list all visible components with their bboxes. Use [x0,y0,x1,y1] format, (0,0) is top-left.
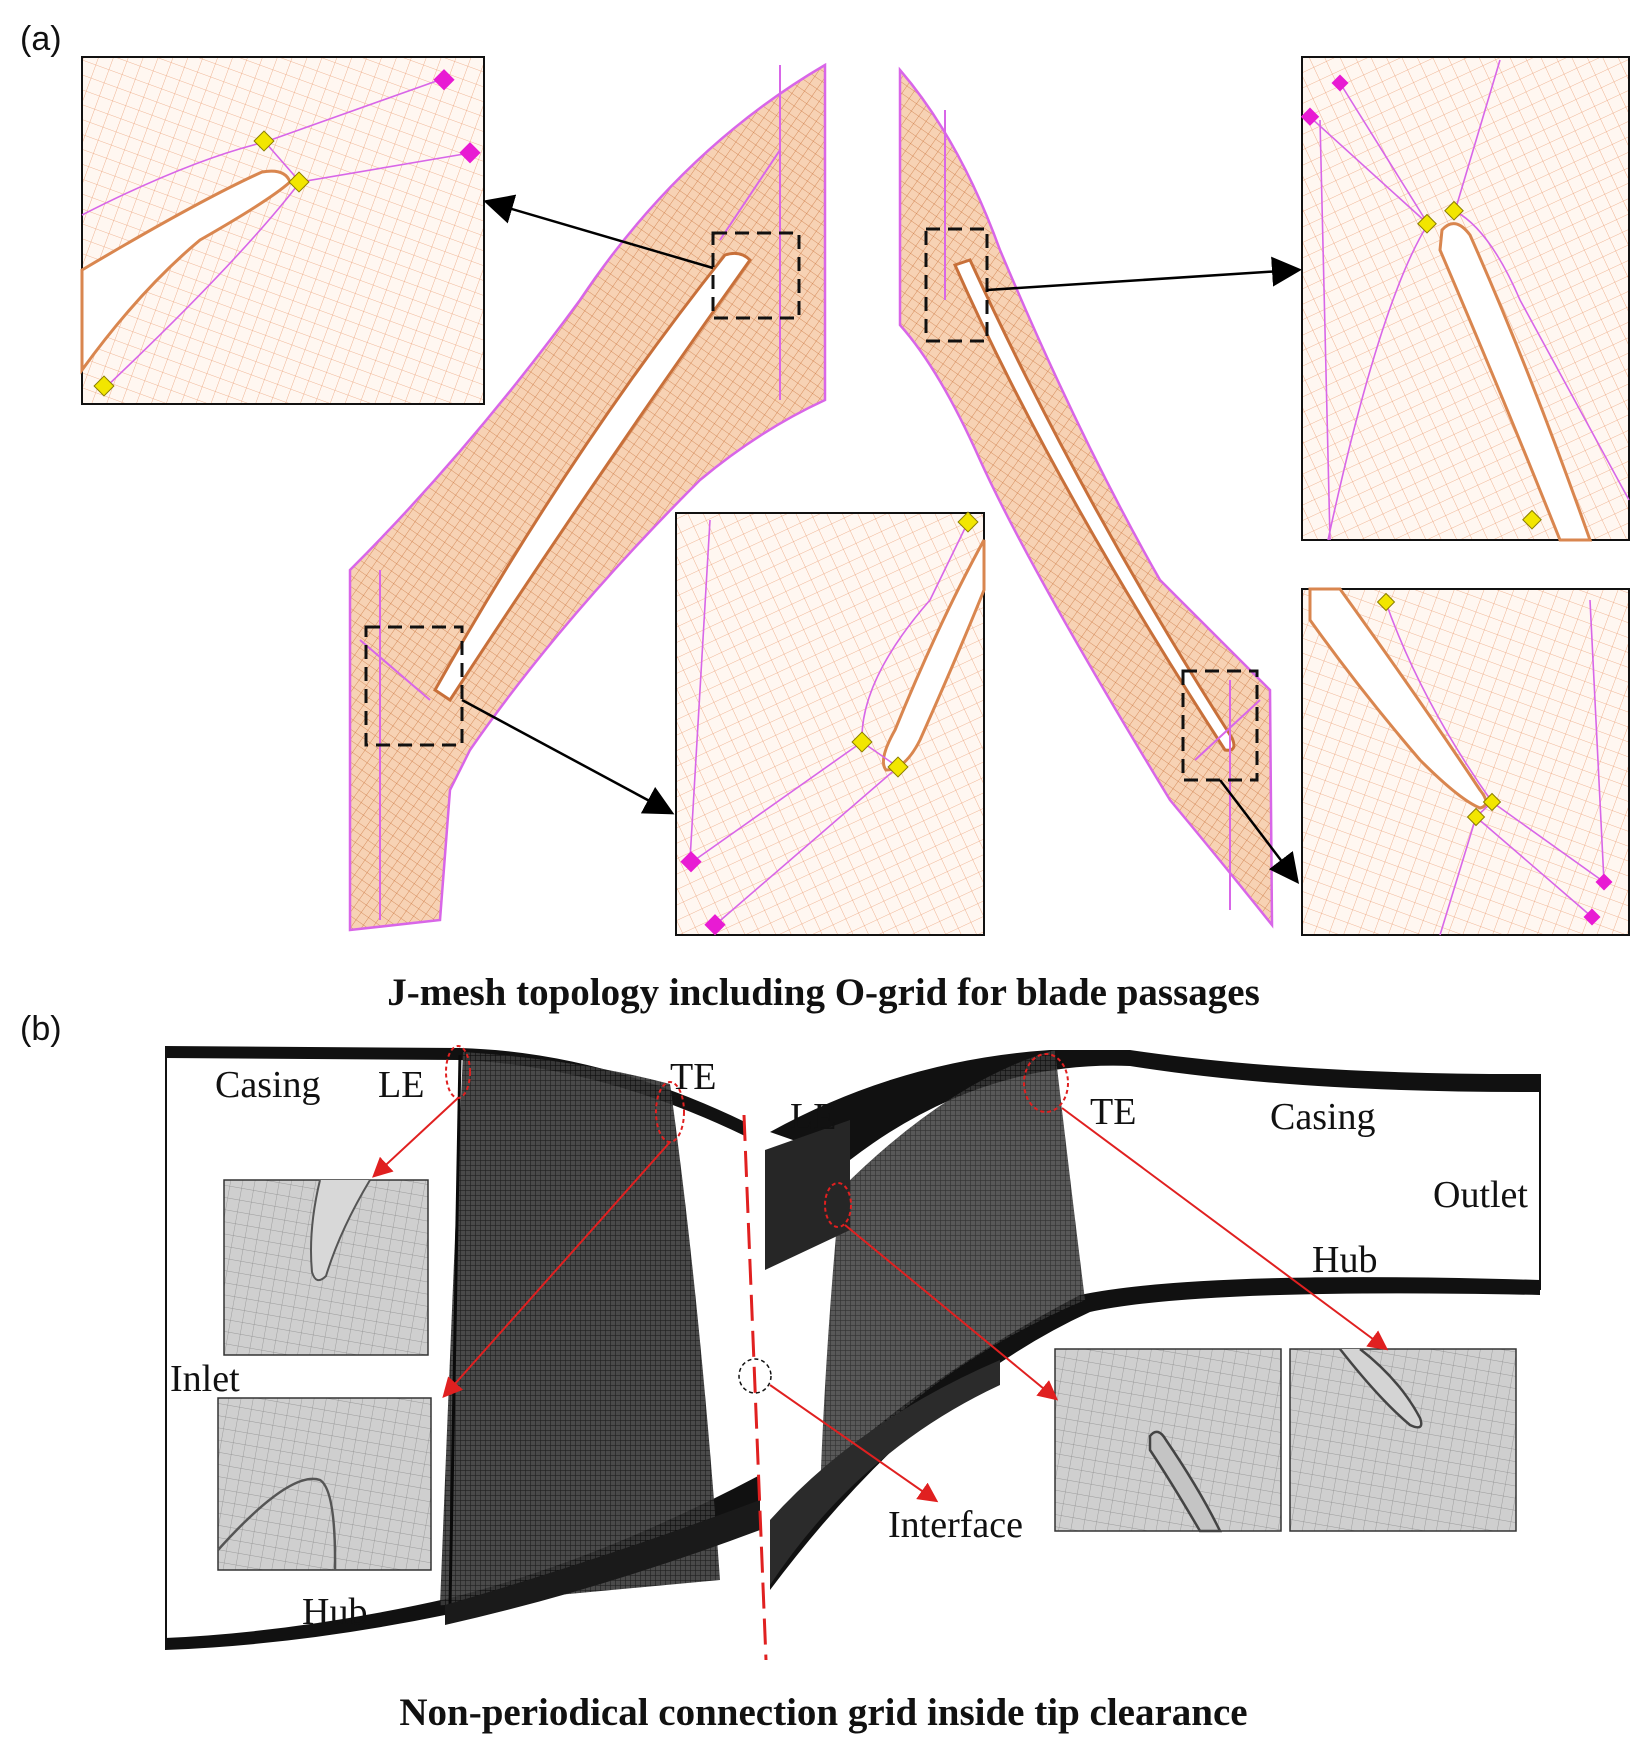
rotor-blade-mesh [440,1052,720,1606]
label-interface: Interface [888,1504,1023,1546]
panel-a-label: (a) [20,20,62,58]
inset-left-leading-edge [675,511,986,936]
inset-b-rotor-te [217,1397,432,1571]
stator-blade-mesh [820,1050,1085,1495]
panel-a-arrows [461,194,1302,884]
label-le-right: LE [790,1096,837,1138]
inset-left-trailing-edge [80,56,485,405]
inset-right-trailing-edge [1301,587,1630,936]
interface-line [742,1114,768,1661]
panel-b-arrows [372,1097,1389,1503]
rotor-blade-edge [448,1054,462,1606]
inset-right-leading-edge [1300,56,1630,542]
zoom-box-right-le [924,227,989,343]
right-blade-passage [898,66,1274,929]
inset-b-stator-te [1289,1348,1517,1532]
rotor-hub-passage [445,1500,760,1625]
label-te-left: TE [670,1056,717,1098]
interface-marker [738,1358,772,1394]
stator-upstream-passage [765,1120,850,1270]
zoom-box-left-le [364,625,464,747]
label-hub-left: Hub [302,1591,368,1633]
label-casing-right: Casing [1270,1096,1376,1138]
stator-lower-passage [770,1360,1000,1585]
inset-b-stator-le [1054,1348,1282,1533]
label-hub-right: Hub [1312,1239,1378,1281]
panel-a-caption: J-mesh topology including O-grid for bla… [387,971,1260,1014]
label-le-left: LE [378,1064,425,1106]
label-te-right: TE [1090,1091,1137,1133]
inset-b-rotor-le [223,1179,429,1356]
zoom-box-left-te [711,231,801,320]
panel-b-caption: Non-periodical connection grid inside ti… [399,1691,1248,1734]
label-inlet: Inlet [170,1358,240,1400]
label-outlet: Outlet [1433,1174,1528,1216]
panel-b-label: (b) [20,1010,62,1048]
casing-band-right [770,1050,1540,1160]
label-casing-left: Casing [215,1064,321,1106]
